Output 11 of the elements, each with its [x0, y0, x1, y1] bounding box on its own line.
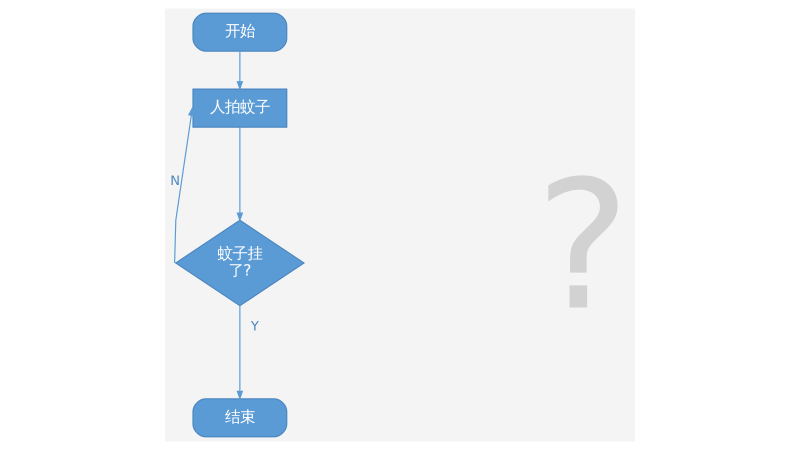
node-box: 人拍蚊子: [192, 88, 288, 128]
arrow: [236, 51, 244, 91]
arrow: [236, 127, 244, 222]
label: ?: [536, 142, 630, 350]
arrow: [174, 106, 195, 263]
node-box: 结束: [192, 398, 288, 438]
edge-label: Y: [250, 320, 259, 335]
edge-label: N: [170, 174, 180, 190]
node-box: 开始: [192, 12, 288, 52]
node-diamond: 蚊子挂了?: [174, 220, 306, 306]
arrow: [236, 306, 244, 400]
